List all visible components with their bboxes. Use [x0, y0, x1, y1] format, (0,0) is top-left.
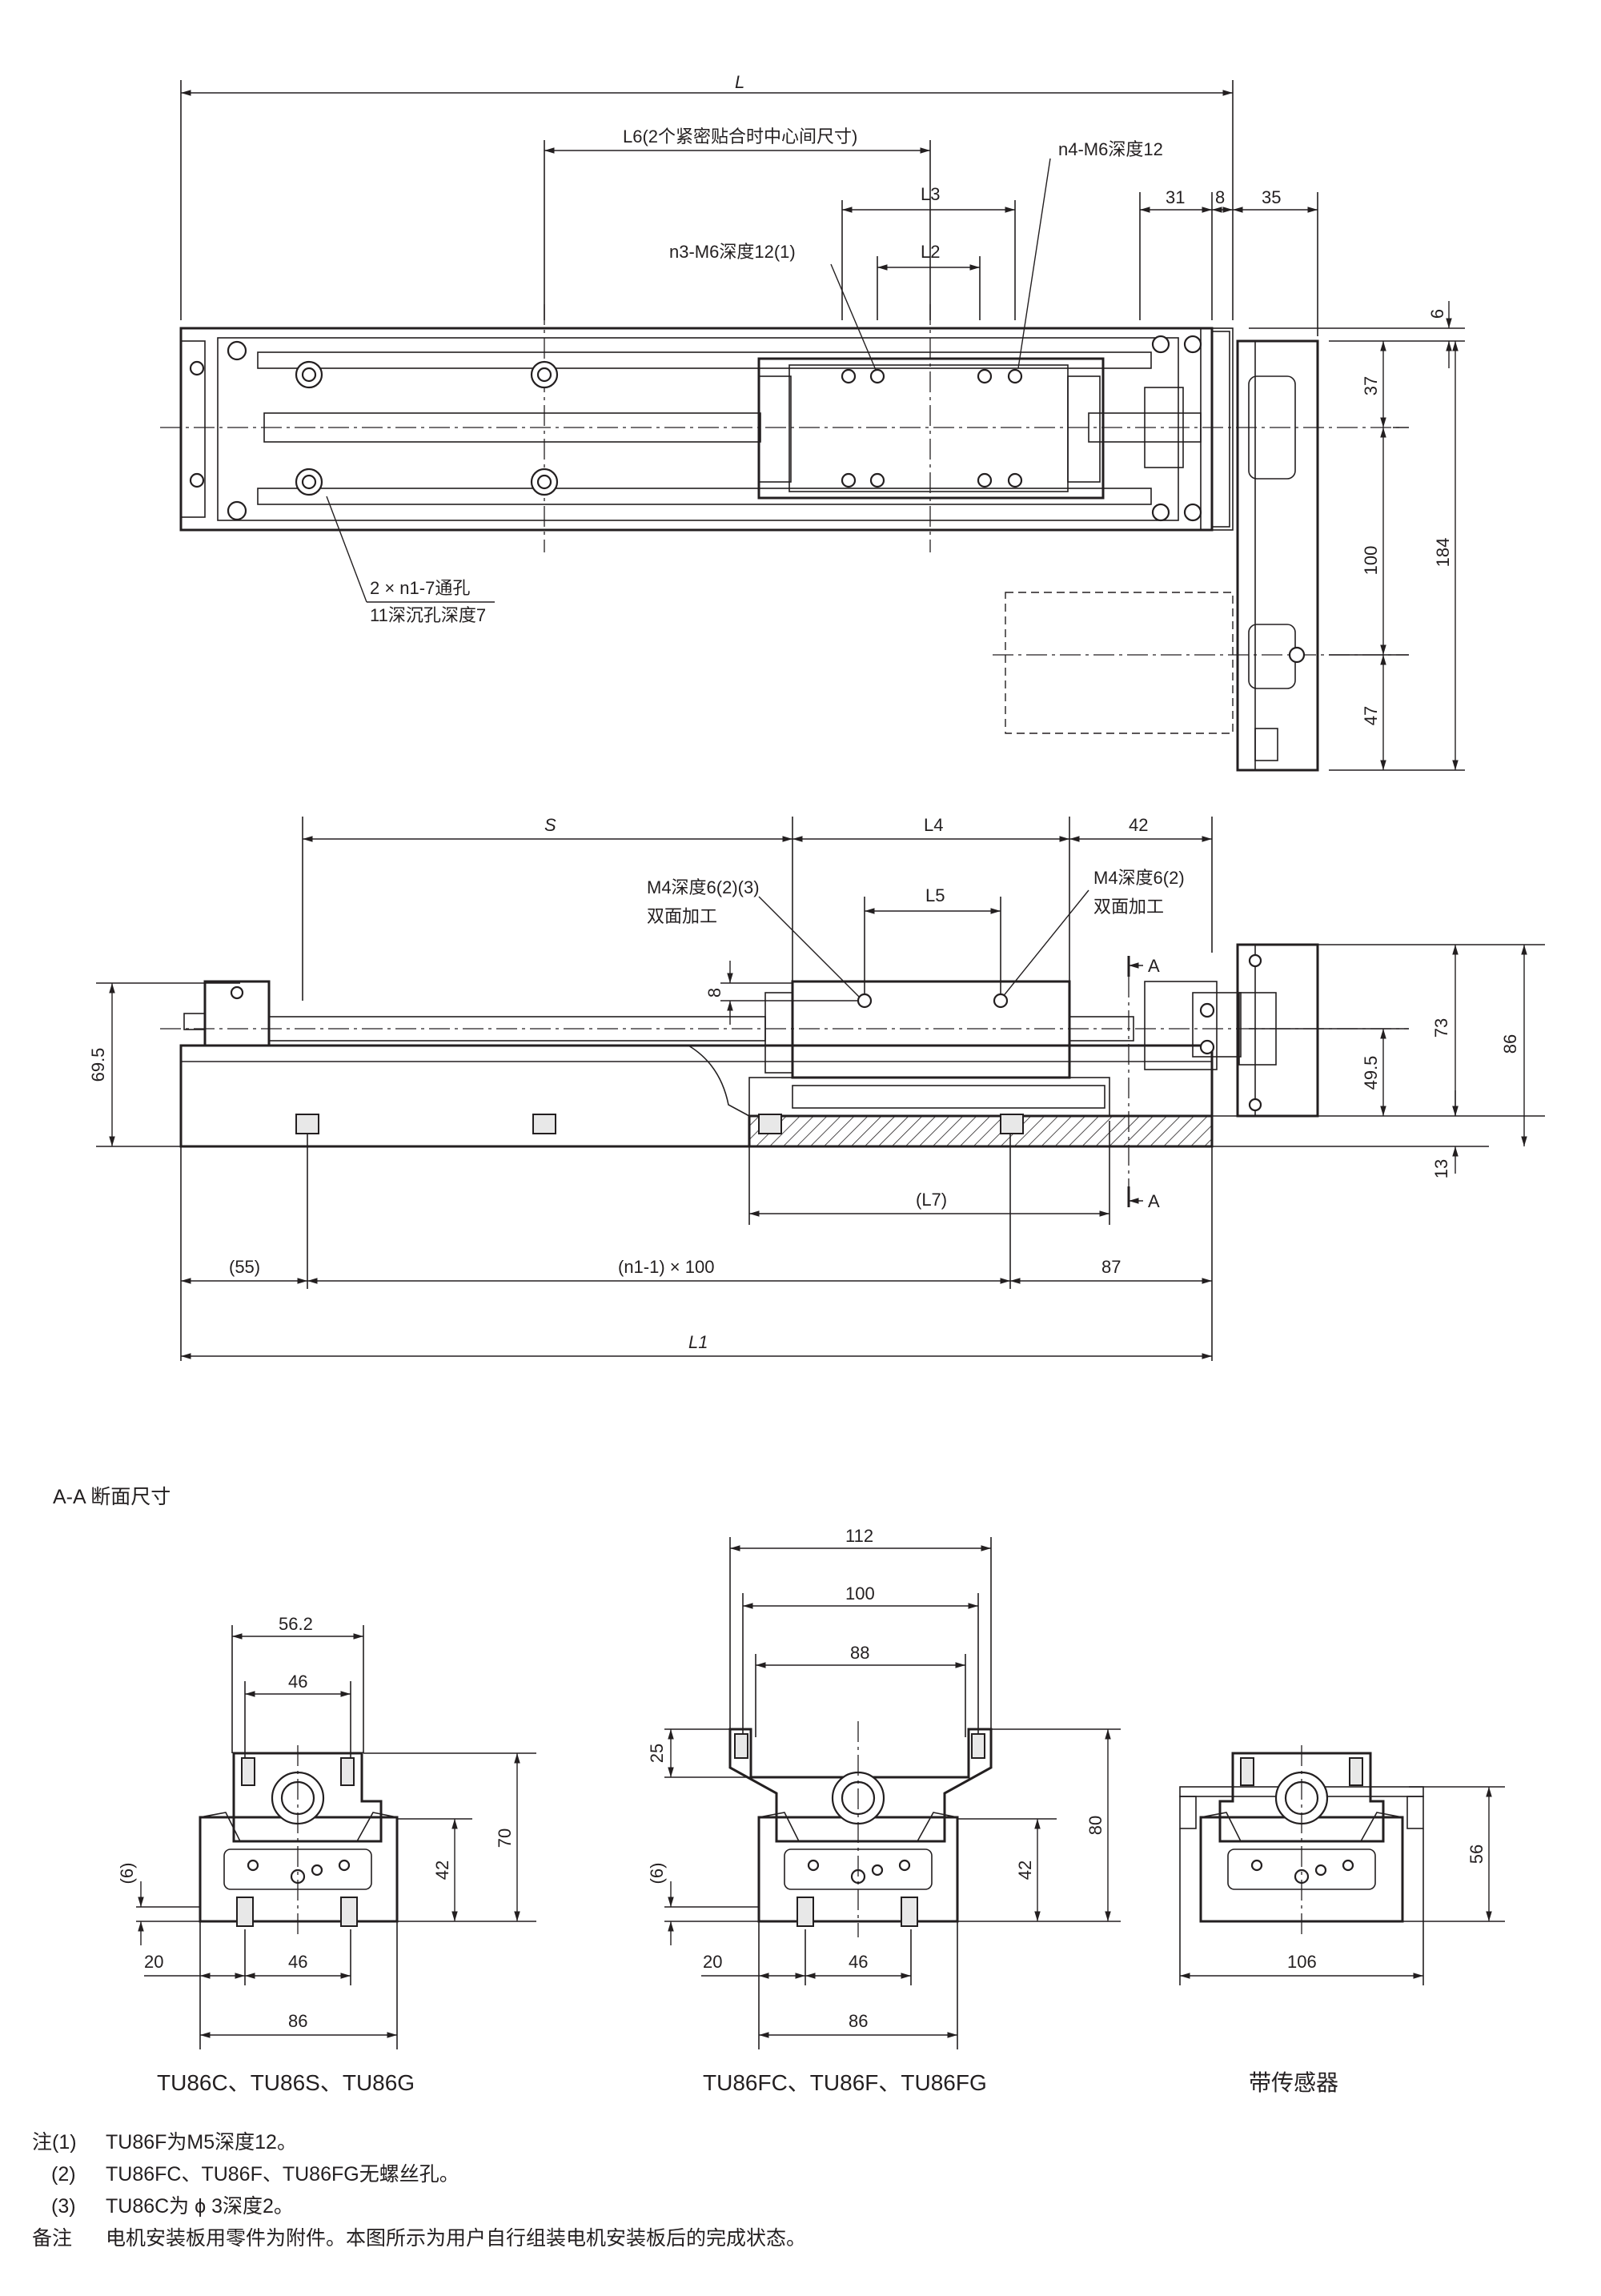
note-3-text: TU86C为 ϕ 3深度2。: [106, 2195, 294, 2218]
dim-55: (55): [229, 1257, 260, 1277]
caption-middle: TU86FC、TU86F、TU86FG: [703, 2070, 987, 2095]
dim-25: 25: [647, 1744, 667, 1763]
dim-47: 47: [1361, 706, 1381, 725]
dim-56: 56: [1467, 1844, 1487, 1864]
corner-screws: [189, 335, 1202, 522]
dim-70-left: 70: [495, 1828, 515, 1848]
dim-86-mid: 86: [849, 2011, 868, 2031]
dim-20-left: 20: [144, 1952, 163, 1972]
side-view: S L4 42 L5 M4深度6(2)(3) 双面加工 M4深度6(2) 双面加…: [88, 815, 1545, 1361]
section-mark-a-top: A: [1148, 956, 1160, 976]
top-view: L L6(2个紧密贴合时中心间尺寸) L3 L2 n4-M6深度12 n3-M6…: [160, 72, 1465, 772]
dim-100-mid: 100: [845, 1584, 875, 1604]
dim-31: 31: [1166, 187, 1185, 207]
dim-42-left: 42: [432, 1860, 452, 1880]
caption-right: 带传感器: [1249, 2070, 1339, 2095]
dim-49-5: 49.5: [1361, 1056, 1381, 1090]
dim-106: 106: [1287, 1952, 1317, 1972]
dim-8: 8: [1215, 187, 1225, 207]
dim-6-mid: (6): [647, 1863, 667, 1885]
dim-56-2: 56.2: [279, 1614, 313, 1634]
m4-right-label-2: 双面加工: [1093, 897, 1164, 917]
dim-6: 6: [1427, 309, 1447, 319]
note-4-label: 备注: [32, 2227, 73, 2250]
m4-left-label-2: 双面加工: [647, 906, 717, 926]
dim-112: 112: [845, 1526, 873, 1546]
dim-42-mid: 42: [1015, 1860, 1035, 1880]
dim-35: 35: [1262, 187, 1281, 207]
dim-L4: L4: [924, 815, 943, 835]
dim-L7: (L7): [916, 1190, 947, 1210]
dim-80: 80: [1085, 1816, 1105, 1835]
dim-46-bottom-left: 46: [288, 1952, 307, 1972]
counterbore-holes: [295, 360, 559, 496]
dim-L2: L2: [921, 242, 940, 262]
note-4-text: 电机安装板用零件为附件。本图所示为用户自行组装电机安装板后的完成状态。: [106, 2227, 807, 2250]
caption-left: TU86C、TU86S、TU86G: [157, 2070, 415, 2095]
dim-184: 184: [1433, 538, 1453, 568]
dim-46-mid: 46: [849, 1952, 868, 1972]
dim-88: 88: [850, 1643, 869, 1663]
note-2-text: TU86FC、TU86F、TU86FG无螺丝孔。: [106, 2163, 459, 2186]
hole-label-2: 11深沉孔深度7: [370, 605, 486, 625]
m4-right-label-1: M4深度6(2): [1093, 868, 1185, 888]
dim-n1: (n1-1) × 100: [618, 1257, 714, 1277]
dim-13: 13: [1431, 1159, 1451, 1178]
section-left: 56.2 46 (6) 42 70 20: [117, 1614, 536, 2049]
dim-73: 73: [1431, 1018, 1451, 1038]
dim-42: 42: [1129, 815, 1148, 835]
n3-label: n3-M6深度12(1): [669, 242, 796, 262]
dim-87: 87: [1101, 1257, 1121, 1277]
note-2-label: (2): [51, 2163, 76, 2186]
dim-46-top: 46: [288, 1672, 307, 1692]
dim-S: S: [544, 815, 556, 835]
section-mark-a-bottom: A: [1148, 1191, 1160, 1211]
dim-86: 86: [1500, 1034, 1520, 1054]
section-right: 56 106: [1179, 1745, 1505, 1985]
n4-label: n4-M6深度12: [1058, 139, 1163, 159]
dim-8-side: 8: [704, 988, 724, 997]
m4-left-label-1: M4深度6(2)(3): [647, 877, 760, 897]
note-3-label: (3): [51, 2195, 76, 2218]
slider-holes: [841, 368, 1023, 488]
section-middle: 112 100 88 25 (6) 42 80: [647, 1526, 1121, 2049]
dim-L3: L3: [921, 184, 940, 204]
dim-L5: L5: [925, 885, 945, 905]
dim-L: L: [735, 72, 744, 92]
note-1-label: 注(1): [32, 2131, 77, 2154]
dim-86-left: 86: [288, 2011, 307, 2031]
dim-L1: L1: [688, 1332, 708, 1352]
dim-69-5: 69.5: [88, 1048, 108, 1082]
hole-label-1: 2 × n1-7通孔: [370, 578, 470, 598]
note-1-text: TU86F为M5深度12。: [106, 2131, 297, 2154]
dim-20-mid: 20: [703, 1952, 722, 1972]
dim-L6: L6(2个紧密贴合时中心间尺寸): [623, 126, 857, 147]
dim-6-left: (6): [117, 1863, 137, 1885]
dim-100: 100: [1361, 546, 1381, 576]
base-bolts: [295, 1114, 1024, 1134]
section-title: A-A 断面尺寸: [53, 1486, 171, 1508]
dim-37: 37: [1361, 376, 1381, 395]
